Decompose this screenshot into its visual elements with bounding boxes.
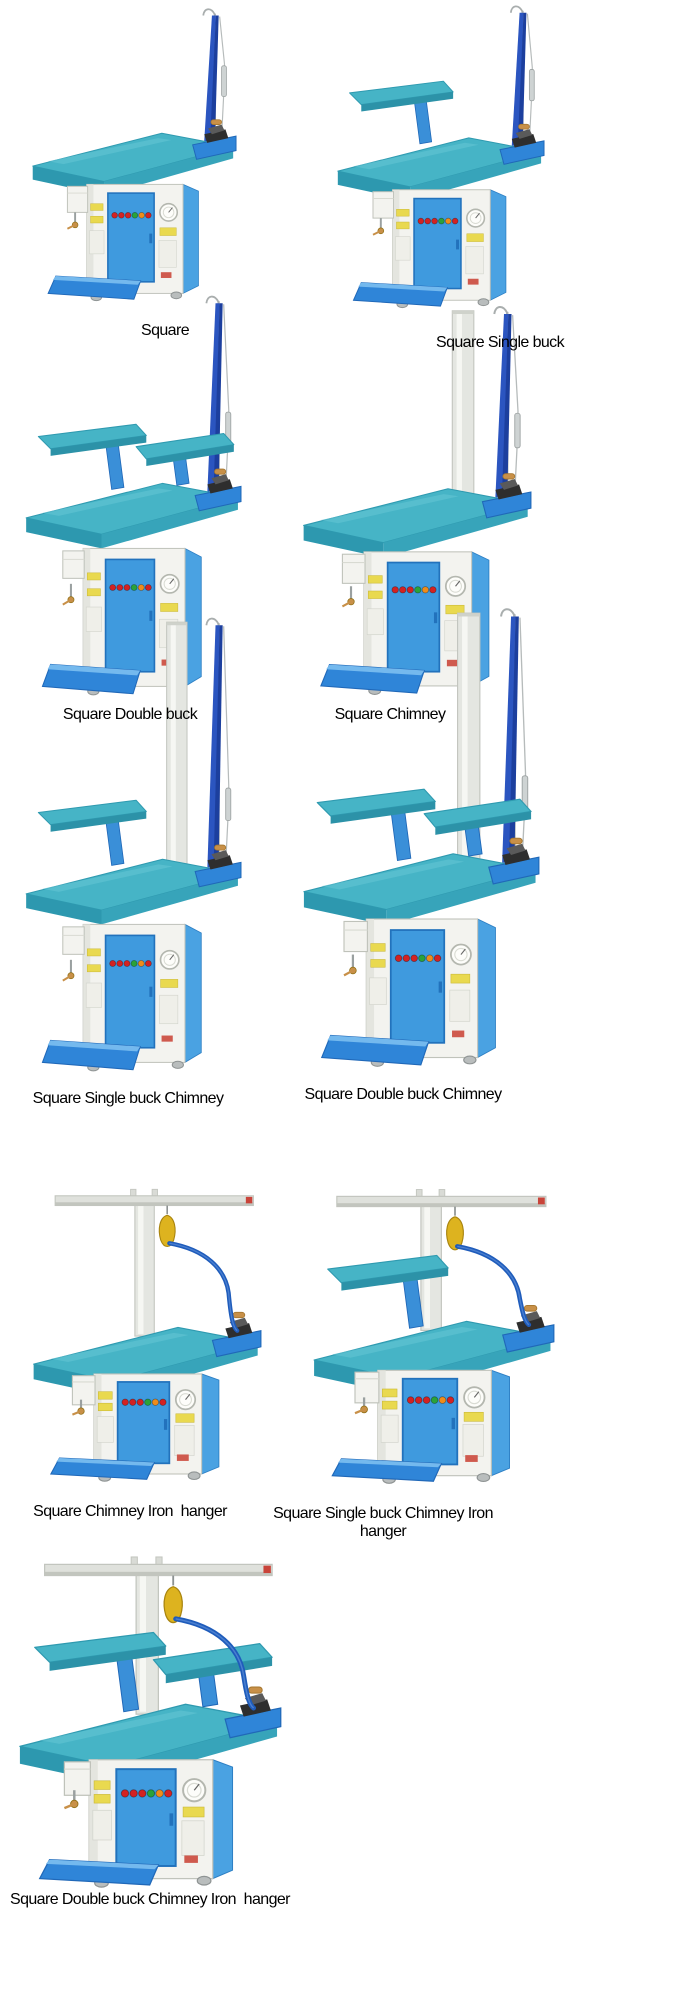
sleeve-buck-left (37, 423, 147, 490)
iron-stand-strap (202, 8, 227, 147)
iron-stand-strap (500, 608, 529, 870)
machine-illustration (337, 5, 545, 309)
iron-rest (194, 468, 242, 512)
spring-balancer (158, 1205, 176, 1248)
chimney-column (166, 621, 188, 866)
steam-cabinet (47, 183, 199, 302)
product-caption-square-single-buck-chimney-iron-hanger: Square Single buck Chimney Iron hanger (273, 1505, 501, 1541)
machine-illustration (33, 1188, 262, 1482)
sleeve-buck-right (423, 798, 532, 857)
product-image-square-double-buck-chimney[interactable] (295, 602, 540, 1070)
iron-rest (192, 119, 237, 160)
sleeve-buck-left (316, 788, 436, 862)
sleeve-buck-right (152, 1643, 273, 1708)
steam-cabinet (38, 1759, 234, 1888)
machine-illustration (303, 608, 540, 1067)
iron-rest (194, 844, 242, 888)
table-top (32, 132, 234, 196)
chimney-column-and-hanger-rail (44, 1556, 273, 1715)
sleeve-buck-left (37, 799, 147, 866)
product-image-square[interactable] (25, 3, 237, 305)
chimney-column-and-hanger-rail (54, 1188, 254, 1337)
machine-illustration (25, 617, 242, 1072)
iron-rest (481, 473, 532, 519)
machine-illustration (19, 1556, 282, 1888)
steam-cabinet (331, 1369, 510, 1484)
iron-stand-strap (509, 5, 535, 152)
table-top (337, 137, 542, 201)
product-caption-square-chimney-iron-hanger: Square Chimney Iron hanger (33, 1503, 227, 1520)
machine-illustration (313, 1189, 555, 1484)
iron-rest (499, 123, 545, 165)
steam-hose (455, 1244, 532, 1328)
product-caption-square-double-buck-chimney: Square Double buck Chimney (304, 1086, 503, 1103)
product-caption-square-chimney: Square Chimney (334, 706, 446, 723)
iron-stand-strap (205, 617, 232, 874)
steam-cabinet (352, 189, 507, 309)
sleeve-buck-left (327, 1254, 449, 1329)
steam-cabinet (320, 918, 496, 1067)
product-image-square-single-buck[interactable] (330, 0, 545, 312)
product-image-square-single-buck-chimney[interactable] (18, 612, 242, 1074)
product-image-square-chimney[interactable] (295, 300, 532, 698)
steam-cabinet (41, 923, 202, 1072)
sleeve-buck-right (135, 432, 235, 486)
steam-cabinet (320, 551, 490, 695)
product-image-square-double-buck-chimney-iron-hanger[interactable] (10, 1552, 282, 1890)
iron-rest (488, 837, 540, 885)
spring-balancer (446, 1206, 464, 1251)
product-caption-square-double-buck-chimney-iron-hanger: Square Double buck Chimney Iron hanger (10, 1891, 290, 1908)
product-caption-square-single-buck: Square Single buck (436, 334, 565, 351)
product-image-square-chimney-iron-hanger[interactable] (25, 1185, 262, 1485)
product-caption-square: Square (141, 322, 190, 339)
product-image-square-single-buck-chimney-iron-hanger[interactable] (305, 1185, 555, 1485)
sleeve-buck-left (34, 1631, 167, 1713)
iron-stand-strap (493, 306, 521, 504)
sleeve-buck-left (349, 80, 454, 145)
steam-cabinet (49, 1373, 220, 1482)
product-caption-square-single-buck-chimney: Square Single buck Chimney (32, 1090, 224, 1107)
product-caption-square-double-buck: Square Double buck (62, 706, 198, 723)
machine-illustration (303, 306, 532, 695)
spring-balancer (163, 1575, 183, 1624)
machine-illustration (32, 8, 237, 302)
